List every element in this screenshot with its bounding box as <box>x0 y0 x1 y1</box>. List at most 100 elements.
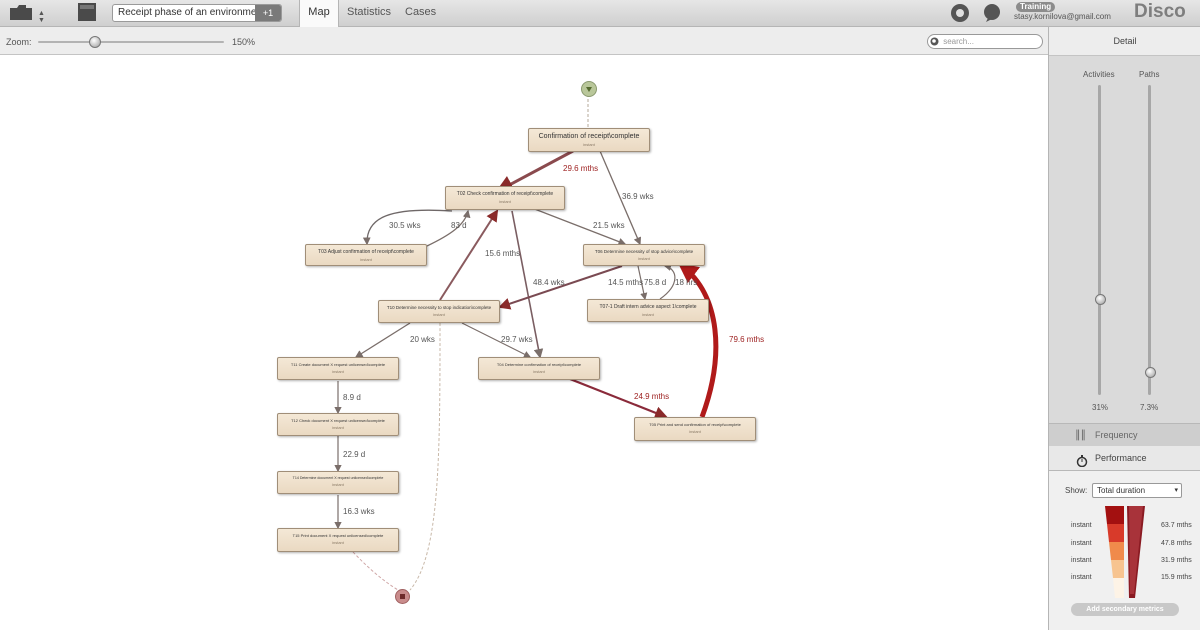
chat-bubble-icon[interactable] <box>982 3 1002 28</box>
edge-e8 <box>637 265 648 301</box>
edge-label: 16.3 wks <box>343 507 375 516</box>
legend-right-label: 15.9 mths <box>1161 574 1192 581</box>
open-folder-icon[interactable] <box>10 5 32 20</box>
edge-e10 <box>678 262 719 418</box>
legend-right-label: 47.8 mths <box>1161 540 1192 547</box>
dataset-count[interactable]: +1 <box>255 5 281 21</box>
end-node-icon[interactable] <box>395 589 410 604</box>
edge-e12 <box>461 322 532 358</box>
scale-segment-3 <box>1109 542 1124 560</box>
edge-e2 <box>362 209 453 246</box>
frequency-tab[interactable]: ∥∥ Frequency <box>1049 423 1200 447</box>
activities-slider-handle[interactable] <box>1095 293 1106 305</box>
activity-node[interactable]: T11 Create document X request unlicensed… <box>277 357 399 380</box>
process-map-edges <box>334 94 719 591</box>
map-toolbar: Zoom: 150% search... <box>0 27 1048 55</box>
frequency-label: Frequency <box>1095 430 1138 440</box>
zoom-slider-handle[interactable] <box>89 36 101 48</box>
activity-node[interactable]: T02 Check confirmation of receipt\comple… <box>445 186 565 210</box>
edge-label: 21.5 wks <box>593 221 625 230</box>
activities-label: Activities <box>1083 70 1115 79</box>
performance-settings: Show: Total duration ▾ instant instant i… <box>1049 471 1200 630</box>
activities-slider[interactable] <box>1098 85 1101 395</box>
show-label: Show: <box>1065 486 1088 495</box>
user-email: stasy.kornilova@gmail.com <box>1014 12 1111 21</box>
zoom-slider[interactable] <box>38 41 224 43</box>
metric-select[interactable]: Total duration ▾ <box>1092 483 1182 498</box>
chevron-down-icon: ▾ <box>1174 487 1178 494</box>
app-logo: Disco <box>1134 1 1186 22</box>
activity-node[interactable]: T03 Adjust confirmation of receipt\compl… <box>305 244 427 266</box>
performance-tab[interactable]: Performance <box>1049 446 1200 471</box>
tab-statistics[interactable]: Statistics <box>347 6 392 18</box>
edge-e13 <box>569 377 669 420</box>
edge-label: 22.9 d <box>343 450 366 459</box>
paths-label: Paths <box>1139 70 1160 79</box>
legend-left-label: instant <box>1071 522 1092 529</box>
tally-icon: ∥∥ <box>1075 429 1086 441</box>
activity-node[interactable]: T15 Print document X request unlicensed\… <box>277 528 399 552</box>
edge-label: 30.5 wks <box>389 221 421 230</box>
edge-e9 <box>659 263 676 300</box>
edge-e1 <box>599 150 642 246</box>
edge-label: 29.6 mths <box>563 164 599 173</box>
scale-segment-5 <box>1113 578 1124 598</box>
activity-node[interactable]: T12 Check document X request unlicensed\… <box>277 413 399 436</box>
legend-left-label: instant <box>1071 574 1092 581</box>
tab-map[interactable]: Map <box>299 0 339 27</box>
activities-value: 31% <box>1092 403 1109 412</box>
sort-arrows-icon[interactable]: ▲▼ <box>38 10 45 24</box>
edge-e4 <box>531 207 627 246</box>
activity-node[interactable]: T05 Print and send confirmation of recei… <box>634 417 756 441</box>
scale-segment-1 <box>1105 506 1124 524</box>
legend-right-label: 63.7 mths <box>1161 522 1192 529</box>
zoom-label: Zoom: <box>6 37 32 47</box>
edge-e6 <box>511 210 544 359</box>
paths-value: 7.3% <box>1140 403 1159 412</box>
edge-end-1 <box>352 551 399 591</box>
paths-slider[interactable] <box>1148 85 1151 395</box>
dataset-name: Receipt phase of an environmental p <box>118 7 258 18</box>
archive-box-icon[interactable] <box>78 3 96 21</box>
start-node-icon[interactable] <box>581 81 597 97</box>
activity-node[interactable]: T06 Determine necessity of stop advice\c… <box>583 244 705 266</box>
edge-e0 <box>495 149 574 193</box>
tab-cases[interactable]: Cases <box>405 6 437 18</box>
scale-segment-2 <box>1107 524 1124 542</box>
search-icon <box>930 37 939 46</box>
top-toolbar: ▲▼ Receipt phase of an environmental p +… <box>0 0 1200 27</box>
scale-wedge-shade <box>1129 506 1143 594</box>
edge-label: 15.6 mths <box>485 249 521 258</box>
detail-header: Detail <box>1049 27 1200 56</box>
activity-node[interactable]: T07-1 Draft intern advice aspect 1\compl… <box>587 299 709 322</box>
search-input[interactable]: search... <box>943 37 974 46</box>
paths-slider-handle[interactable] <box>1145 367 1156 379</box>
training-badge: Training <box>1016 2 1056 12</box>
activity-node[interactable]: T10 Determine necessity to stop indicati… <box>378 300 500 323</box>
edge-e3 <box>426 209 471 247</box>
edge-label: 29.7 wks <box>501 335 533 344</box>
dataset-selector[interactable]: Receipt phase of an environmental p +1 <box>112 4 282 22</box>
help-lifebuoy-icon[interactable] <box>950 3 970 28</box>
edge-label: 75.8 d <box>644 278 667 287</box>
activity-node[interactable]: T04 Determine confirmation of receipt\co… <box>478 357 600 380</box>
edge-label: 14.5 mths <box>608 278 644 287</box>
activity-node[interactable]: T14 Determine document X request unlicen… <box>277 471 399 494</box>
edge-label: 18 hrs <box>675 278 698 287</box>
scale-segment-4 <box>1111 560 1124 578</box>
zoom-value: 150% <box>232 37 256 47</box>
edge-end-2 <box>409 322 441 591</box>
edge-e5 <box>439 209 499 301</box>
legend-right-label: 31.9 mths <box>1161 557 1192 564</box>
search-field[interactable]: search... <box>927 34 1043 49</box>
edge-label: 24.9 mths <box>634 392 670 401</box>
stopwatch-icon <box>1076 452 1088 476</box>
edge-label: 79.6 mths <box>729 335 765 344</box>
edge-label: 8.9 d <box>343 393 361 402</box>
edge-e11 <box>354 322 411 358</box>
add-secondary-metrics-button[interactable]: Add secondary metrics <box>1071 603 1179 616</box>
performance-label: Performance <box>1095 453 1147 463</box>
edge-label: 20 wks <box>410 335 435 344</box>
